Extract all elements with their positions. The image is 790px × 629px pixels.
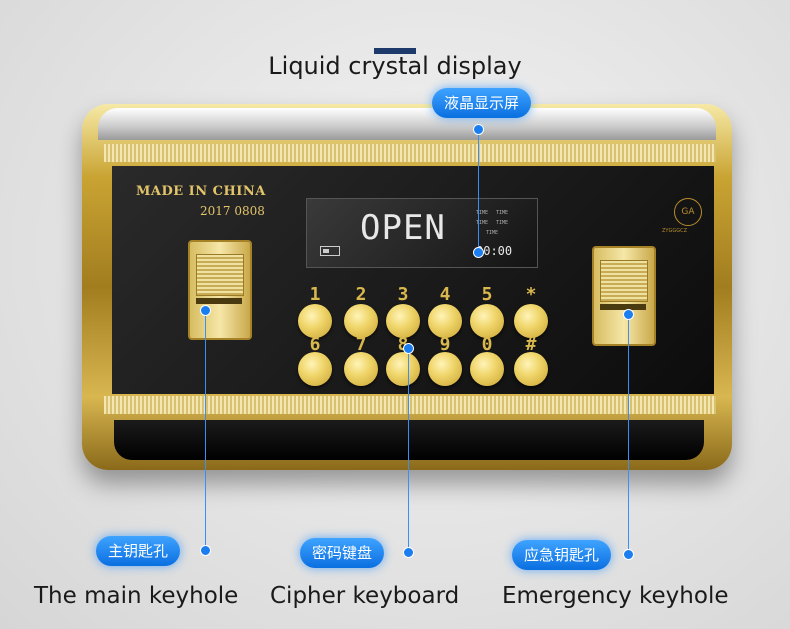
ga-badge-icon: GA	[674, 198, 702, 226]
lcd-mini-label: TIME	[496, 210, 509, 216]
keypad-button-6[interactable]	[298, 352, 332, 386]
key-slot	[600, 304, 646, 310]
key-label-2: 2	[355, 284, 367, 305]
lcd-mini-label: TIME	[486, 230, 499, 236]
lcd-mini-label: TIME	[496, 220, 509, 226]
emergency-keyhole[interactable]	[592, 246, 656, 346]
lcd-mini-label: TIME	[476, 220, 489, 226]
caption-cipher-keyboard: Cipher keyboard	[270, 583, 460, 609]
key-label-6: 6	[309, 334, 321, 355]
badge-sub-label: ZYGGGCZ	[662, 228, 688, 234]
emergency-keyhole-callout-label: 应急钥匙孔	[512, 540, 612, 570]
key-label-4: 4	[439, 284, 451, 305]
lcd-screen	[306, 198, 538, 268]
main-callout-line	[205, 310, 206, 550]
key-label-9: 9	[439, 334, 451, 355]
keyhole-cover	[600, 260, 648, 302]
safe-mesh-bottom	[104, 396, 716, 414]
lcd-callout-label: 液晶显示屏	[432, 88, 532, 118]
emergency-target-dot	[623, 309, 634, 320]
keypad-button-4[interactable]	[428, 304, 462, 338]
keypad-button-1[interactable]	[298, 304, 332, 338]
key-label-1: 1	[309, 284, 321, 305]
main-keyhole[interactable]	[188, 240, 252, 340]
main-callout-dot	[200, 545, 211, 556]
cipher-keyboard-callout-label: 密码键盘	[300, 538, 385, 568]
battery-icon	[320, 246, 340, 256]
date-label: 2017 0808	[200, 204, 265, 218]
heading-liquid-crystal-display: Liquid crystal display	[268, 52, 522, 80]
key-label-star: *	[525, 284, 537, 305]
keypad-button-5[interactable]	[470, 304, 504, 338]
cipher-callout-dot	[403, 547, 414, 558]
cipher-target-dot	[403, 343, 414, 354]
lcd-open-text: OPEN	[360, 208, 446, 248]
keypad-button-2[interactable]	[344, 304, 378, 338]
lcd-time: 00:00	[476, 244, 513, 258]
key-label-5: 5	[481, 284, 493, 305]
safe-mesh-top	[104, 144, 716, 162]
keypad-button-star[interactable]	[514, 304, 548, 338]
cipher-callout-line	[408, 348, 409, 552]
keypad-button-3[interactable]	[386, 304, 420, 338]
key-label-7: 7	[355, 334, 367, 355]
keypad-button-hash[interactable]	[514, 352, 548, 386]
safe-top-chrome	[98, 108, 716, 140]
keypad-button-8[interactable]	[386, 352, 420, 386]
emergency-callout-line	[628, 314, 629, 554]
safe-bottom-band	[114, 420, 704, 460]
main-keyhole-callout-label: 主钥匙孔	[96, 536, 181, 566]
caption-main-keyhole: The main keyhole	[34, 583, 239, 609]
lcd-mini-label: TIME	[476, 210, 489, 216]
lcd-callout-dot	[473, 124, 484, 135]
lcd-target-dot	[473, 247, 484, 258]
keypad-button-7[interactable]	[344, 352, 378, 386]
key-label-3: 3	[397, 284, 409, 305]
lcd-callout-line	[478, 128, 479, 252]
made-in-china-label: MADE IN CHINA	[136, 184, 266, 199]
key-label-0: 0	[481, 334, 493, 355]
key-slot	[196, 298, 242, 304]
keyhole-cover	[196, 254, 244, 296]
keypad-button-0[interactable]	[470, 352, 504, 386]
main-target-dot	[200, 305, 211, 316]
keypad-button-9[interactable]	[428, 352, 462, 386]
caption-emergency-keyhole: Emergency keyhole	[502, 583, 729, 609]
key-label-hash: #	[525, 334, 537, 355]
heading-accent-bar	[374, 48, 416, 54]
emergency-callout-dot	[623, 549, 634, 560]
